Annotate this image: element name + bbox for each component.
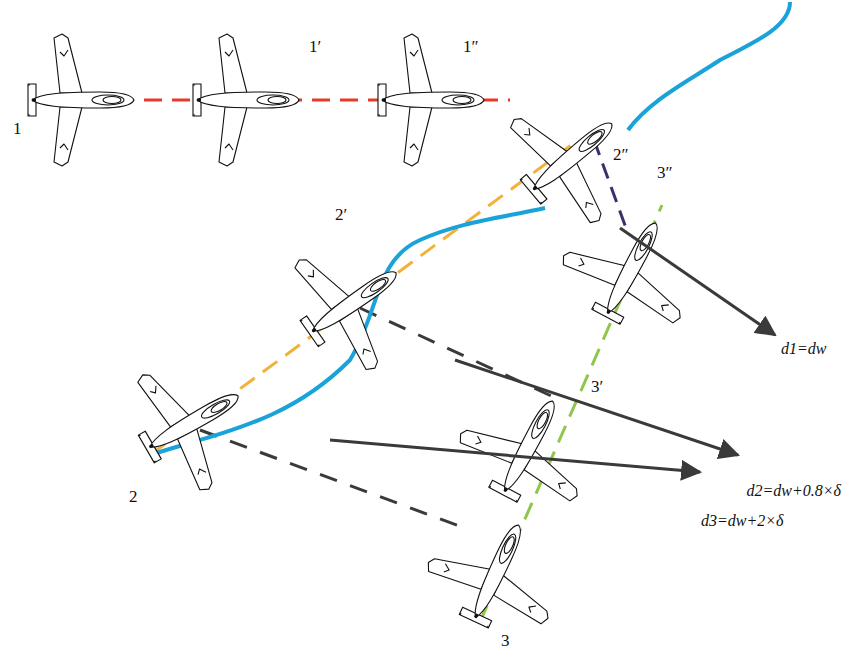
aircraft bbox=[488, 73, 654, 242]
aircraft bbox=[378, 34, 484, 166]
aircraft-label: 1″ bbox=[462, 38, 480, 57]
distance-arrow bbox=[620, 228, 775, 335]
distance-label: d2=dw+0.8×δ bbox=[746, 482, 843, 500]
aircraft bbox=[271, 219, 434, 388]
aircraft-label: 1 bbox=[12, 120, 23, 139]
aircraft bbox=[445, 370, 611, 526]
aircraft bbox=[193, 34, 299, 166]
distance-label: d1=dw bbox=[780, 340, 827, 358]
distance-arrow bbox=[330, 440, 700, 472]
aircraft-label: 2″ bbox=[612, 146, 630, 165]
spacing-line bbox=[200, 430, 470, 530]
aircraft-label: 3′ bbox=[590, 378, 604, 397]
aircraft bbox=[548, 192, 714, 348]
distance-label: d3=dw+2×δ bbox=[700, 512, 785, 530]
aircraft-label: 1′ bbox=[308, 38, 322, 57]
aircraft bbox=[414, 497, 578, 649]
aircraft-label: 2 bbox=[128, 488, 139, 507]
aircraft-label: 3″ bbox=[656, 164, 674, 183]
aircraft-label: 3 bbox=[500, 632, 511, 651]
maneuver-curve bbox=[628, 2, 790, 130]
distance-arrow bbox=[455, 360, 738, 455]
aircraft bbox=[113, 339, 271, 506]
aircraft bbox=[28, 34, 134, 166]
aircraft-label: 2′ bbox=[334, 206, 348, 225]
